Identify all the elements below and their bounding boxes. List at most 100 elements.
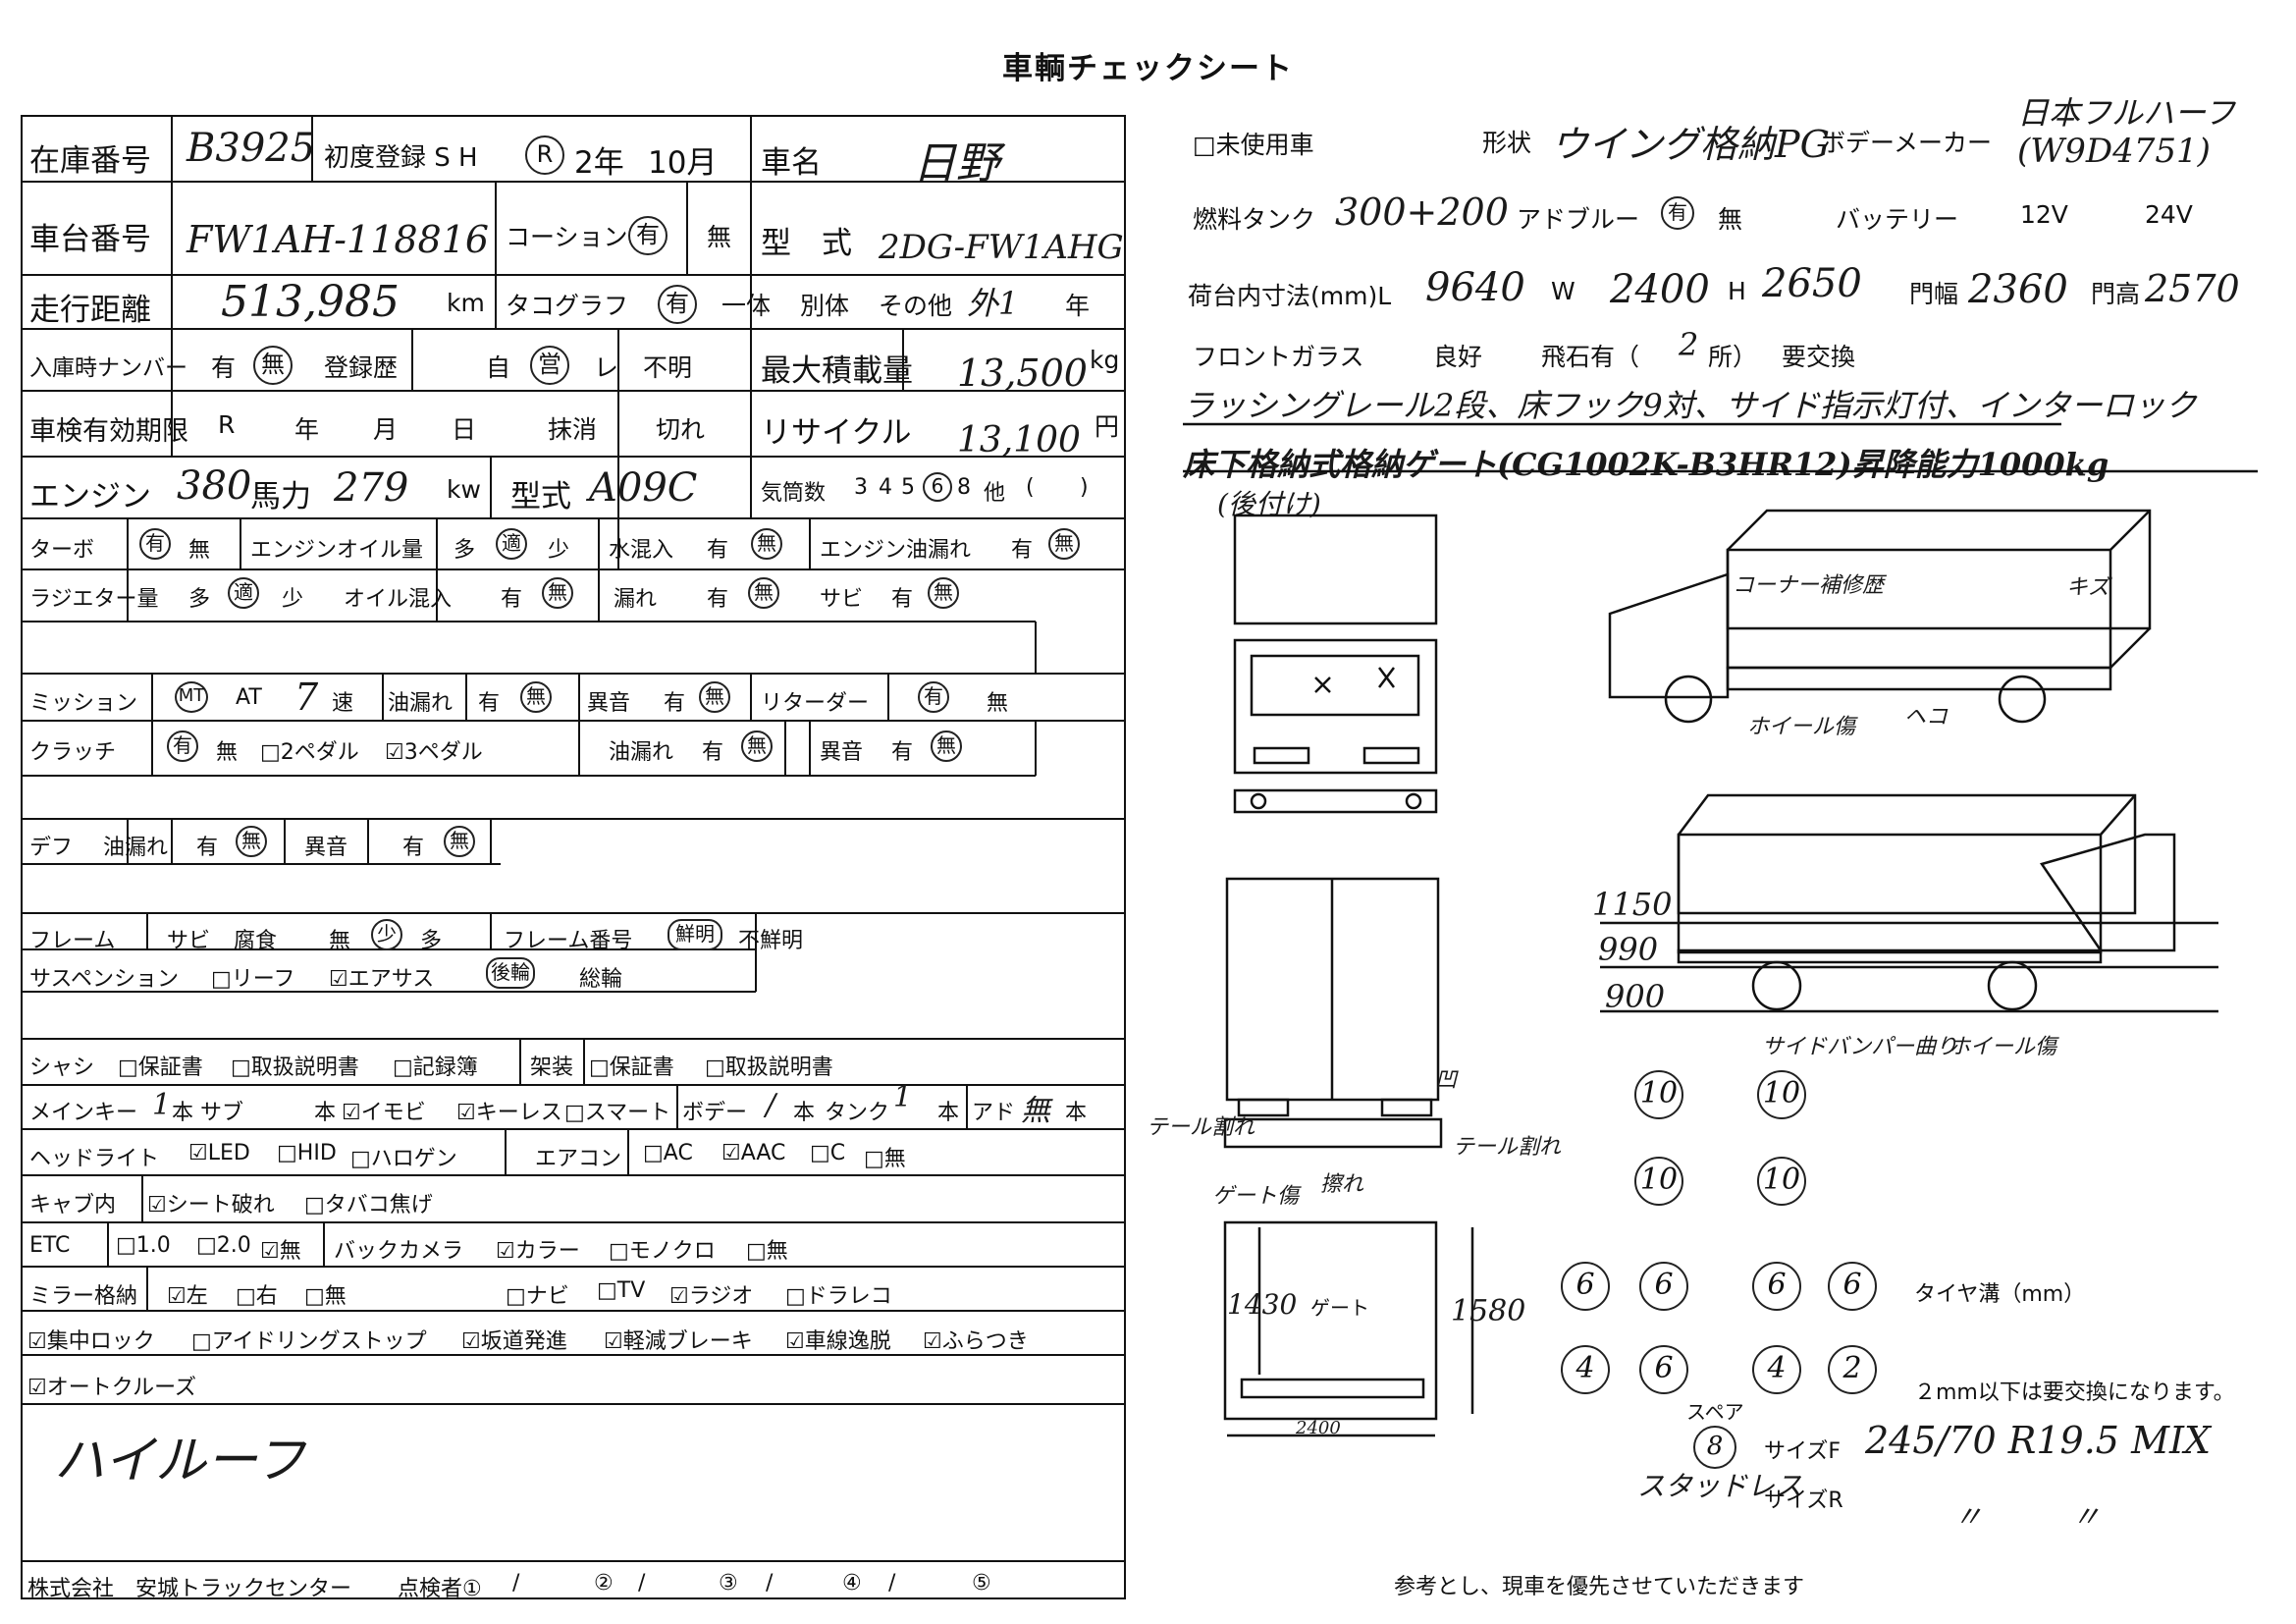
- size-r-value: 〃 〃: [1953, 1500, 2101, 1535]
- headlight-halogen: □ハロゲン: [350, 1147, 457, 1171]
- body-equip-label: 架装: [530, 1056, 574, 1080]
- history-label: 登録歴: [324, 353, 399, 382]
- water-label: 水混入: [609, 538, 674, 563]
- mission-speed-value: 7: [294, 676, 319, 719]
- oil-amount-many: 多: [454, 538, 476, 563]
- oil-amount-label: エンジンオイル量: [250, 538, 424, 563]
- mission-label: ミッション: [29, 691, 138, 716]
- frame-number-label: フレーム番号: [504, 929, 633, 953]
- tacho-opt-other: その他: [879, 292, 953, 320]
- engine-oil-leak-yes: 有: [1011, 538, 1034, 563]
- wobble-warning: ☑ふらつき: [923, 1329, 1029, 1354]
- side2-cab: [2039, 833, 2176, 952]
- tacho-year: 年: [1065, 292, 1091, 320]
- clutch-no: 無: [216, 740, 239, 765]
- turbo-yes: 有: [139, 528, 171, 560]
- door-height-value: 2570: [2145, 267, 2240, 310]
- history-business: 営: [530, 346, 569, 385]
- tyre-rear2-4: 2: [1828, 1345, 1877, 1394]
- turbo-no: 無: [188, 538, 211, 563]
- frame-rust: サビ: [167, 929, 211, 953]
- inspect-cancel: 抹消: [548, 415, 598, 444]
- front-glass-replace: 要交換: [1782, 343, 1856, 371]
- cargo-w-label: W: [1551, 277, 1575, 305]
- frame-number-unclear: 不鮮明: [738, 929, 804, 953]
- ad-key-label: アド: [972, 1101, 1016, 1125]
- side1-cab: [1608, 572, 1730, 699]
- back-camera-none: □無: [746, 1239, 788, 1264]
- cargo-dim-label: 荷台内寸法(mm)L: [1188, 282, 1392, 310]
- chassis-record: □記録簿: [393, 1056, 478, 1080]
- rear-gate-damage: ゲート傷: [1212, 1184, 1300, 1209]
- reduce-brake: ☑軽減ブレーキ: [604, 1329, 753, 1354]
- oil-amount-std: 適: [496, 528, 527, 560]
- tyre-second-left: 10: [1634, 1157, 1683, 1206]
- gate-label: ゲート: [1310, 1296, 1369, 1320]
- front-glass-chip-end: 所）: [1708, 343, 1758, 371]
- clutch-label: クラッチ: [29, 740, 117, 765]
- mission-oil-leak: 油漏れ: [388, 691, 454, 716]
- body-maker-value: 日本フルハーフ: [2017, 94, 2236, 132]
- model-label: 型 式: [761, 226, 852, 261]
- rear-scrape: 擦れ: [1320, 1172, 1364, 1197]
- damage-wheel-1: ホイール傷: [1747, 715, 1856, 739]
- eng-model-label: 型式: [510, 479, 571, 514]
- cargo-l-value: 9640: [1425, 265, 1525, 310]
- maxload-unit: kg: [1090, 346, 1120, 374]
- radiator-label: ラジエター量: [29, 587, 159, 612]
- kw-value: 279: [334, 465, 409, 511]
- tyre-rear1-2: 6: [1639, 1262, 1688, 1311]
- hp-label: 馬力: [250, 479, 311, 514]
- remarks-hand: ハイルーフ: [54, 1432, 305, 1490]
- radiator-leak-no: 無: [748, 577, 779, 609]
- tyre-rear1-1: 6: [1561, 1262, 1610, 1311]
- cyl-other: 他: [984, 481, 1006, 506]
- frame-none: 無: [329, 929, 351, 953]
- suspension-all: 総輪: [579, 967, 623, 992]
- tyre-rear2-3: 4: [1752, 1345, 1801, 1394]
- cabin-burn: □タバコ焦げ: [304, 1193, 433, 1218]
- cyl-close: ): [1080, 475, 1089, 500]
- battery-24v: 24V: [2145, 200, 2193, 229]
- adblue-yes: 有: [1661, 196, 1694, 230]
- cyl-6: 6: [923, 472, 952, 502]
- size-r-label: サイズR: [1764, 1489, 1843, 1513]
- inspector-slash-3: /: [766, 1571, 774, 1596]
- aircon-aac: ☑AAC: [721, 1141, 786, 1165]
- body-maker-label: ボデーメーカー: [1821, 129, 1993, 157]
- front-view-cab: [1233, 638, 1438, 775]
- reg-month: 10月: [648, 145, 718, 181]
- clutch-noise: 異音: [820, 740, 864, 765]
- front-glass-count: 2: [1679, 326, 1699, 363]
- side2-box: [1677, 833, 2103, 954]
- tacho-opt-yes: 有: [658, 285, 697, 324]
- door-height-label: 門高: [2091, 280, 2141, 308]
- tyre-rear1-4: 6: [1828, 1262, 1877, 1311]
- inspect-expired: 切れ: [656, 415, 706, 444]
- inspect-day: 日: [452, 415, 477, 444]
- tank-key-count: 1: [893, 1080, 913, 1114]
- frame-many: 多: [420, 929, 443, 953]
- battery-12v: 12V: [2020, 200, 2068, 229]
- sheet-title: 車輌チェックシート: [1002, 51, 1294, 86]
- front-glass-good: 良好: [1433, 343, 1483, 371]
- size-f-value: 245/70 R19.5 MIX: [1865, 1419, 2212, 1462]
- note-line-2: 床下格納式格納ゲート(CG1002K-B3HR12)昇降能力1000kg: [1183, 446, 2109, 483]
- mirror-none: □無: [304, 1284, 347, 1309]
- history-own: 自: [486, 353, 511, 382]
- inspect-label: 車検有効期限: [29, 416, 188, 447]
- door-width-value: 2360: [1968, 267, 2068, 312]
- rear-dim-1150: 1150: [1592, 886, 1673, 923]
- radiator-few: 少: [282, 587, 304, 612]
- ad-key-count: 無: [1021, 1094, 1050, 1128]
- aircon-none: □無: [864, 1147, 906, 1171]
- clutch-yes: 有: [167, 731, 198, 762]
- diff-noise-yes: 有: [402, 836, 425, 860]
- mission-mt: MT: [175, 681, 208, 713]
- rear-dent: 凹: [1435, 1068, 1458, 1093]
- water-no: 無: [751, 528, 782, 560]
- back-camera-label: バックカメラ: [334, 1239, 464, 1264]
- rear-tail-right: テール割れ: [1453, 1135, 1562, 1160]
- stock-label: 在庫番号: [29, 143, 151, 179]
